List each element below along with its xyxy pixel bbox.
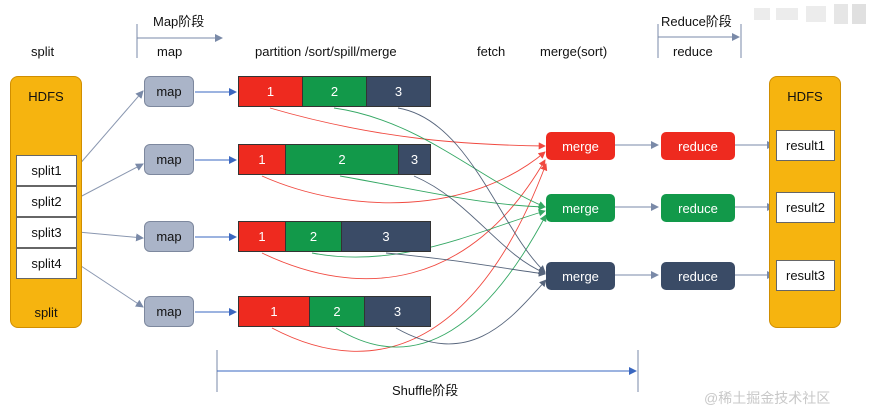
shuffle-curves-red <box>261 107 548 352</box>
reduce-node-1: reduce <box>661 132 735 160</box>
map-stage-label: Map阶段 <box>153 14 205 29</box>
partition-3-seg-1: 1 <box>239 222 286 251</box>
watermark-text: @稀土掘金技术社区 <box>704 390 831 406</box>
result-box-3: result3 <box>776 260 835 291</box>
partition-4-seg-1: 1 <box>239 297 310 326</box>
map-stage-bracket <box>136 24 223 58</box>
split-box-2: split2 <box>16 186 77 217</box>
partition-2-seg-1: 1 <box>239 145 286 174</box>
partition-bar-4: 1 2 3 <box>238 296 431 327</box>
merge-node-2: merge <box>546 194 615 222</box>
hdfs-output-title: HDFS <box>787 89 823 104</box>
reduce-to-result-arrows <box>735 141 775 279</box>
partition-column-label: partition /sort/spill/merge <box>255 44 397 59</box>
partition-4-seg-2: 2 <box>310 297 365 326</box>
reduce-node-3: reduce <box>661 262 735 290</box>
split-to-map-arrows <box>77 90 144 308</box>
shuffle-stage-label: Shuffle阶段 <box>392 383 459 398</box>
merge-to-reduce-arrows <box>615 141 659 279</box>
split-box-3: split3 <box>16 217 77 248</box>
partition-3-seg-2: 2 <box>286 222 342 251</box>
hdfs-source-title: HDFS <box>28 89 64 104</box>
partition-1-seg-2: 2 <box>303 77 367 106</box>
partition-2-seg-2: 2 <box>286 145 399 174</box>
partition-4-seg-3: 3 <box>365 297 430 326</box>
partition-bar-1: 1 2 3 <box>238 76 431 107</box>
split-box-4: split4 <box>16 248 77 279</box>
result-box-1: result1 <box>776 130 835 161</box>
merge-sort-column-label: merge(sort) <box>540 44 608 59</box>
split-box-1: split1 <box>16 155 77 186</box>
partition-1-seg-3: 3 <box>367 77 430 106</box>
map-task-4: map <box>144 296 194 327</box>
reduce-column-label: reduce <box>673 44 713 59</box>
hdfs-source-footer: split <box>34 305 58 320</box>
reduce-node-2: reduce <box>661 194 735 222</box>
map-task-1: map <box>144 76 194 107</box>
faded-logo-mark <box>754 4 866 24</box>
map-to-partition-arrows <box>195 88 237 316</box>
map-task-2: map <box>144 144 194 175</box>
partition-bar-2: 1 2 3 <box>238 144 431 175</box>
merge-node-1: merge <box>546 132 615 160</box>
merge-node-3: merge <box>546 262 615 290</box>
shuffle-curves-navy <box>385 107 547 345</box>
result-box-2: result2 <box>776 192 835 223</box>
map-task-3: map <box>144 221 194 252</box>
partition-1-seg-1: 1 <box>239 77 303 106</box>
shuffle-stage-bracket <box>216 350 639 392</box>
reduce-stage-label: Reduce阶段 <box>661 14 732 29</box>
map-column-label: map <box>157 44 183 59</box>
partition-bar-3: 1 2 3 <box>238 221 431 252</box>
fetch-column-label: fetch <box>477 44 506 59</box>
partition-3-seg-3: 3 <box>342 222 430 251</box>
reduce-stage-bracket <box>657 24 742 58</box>
partition-2-seg-3: 3 <box>399 145 430 174</box>
split-column-label: split <box>31 44 55 59</box>
